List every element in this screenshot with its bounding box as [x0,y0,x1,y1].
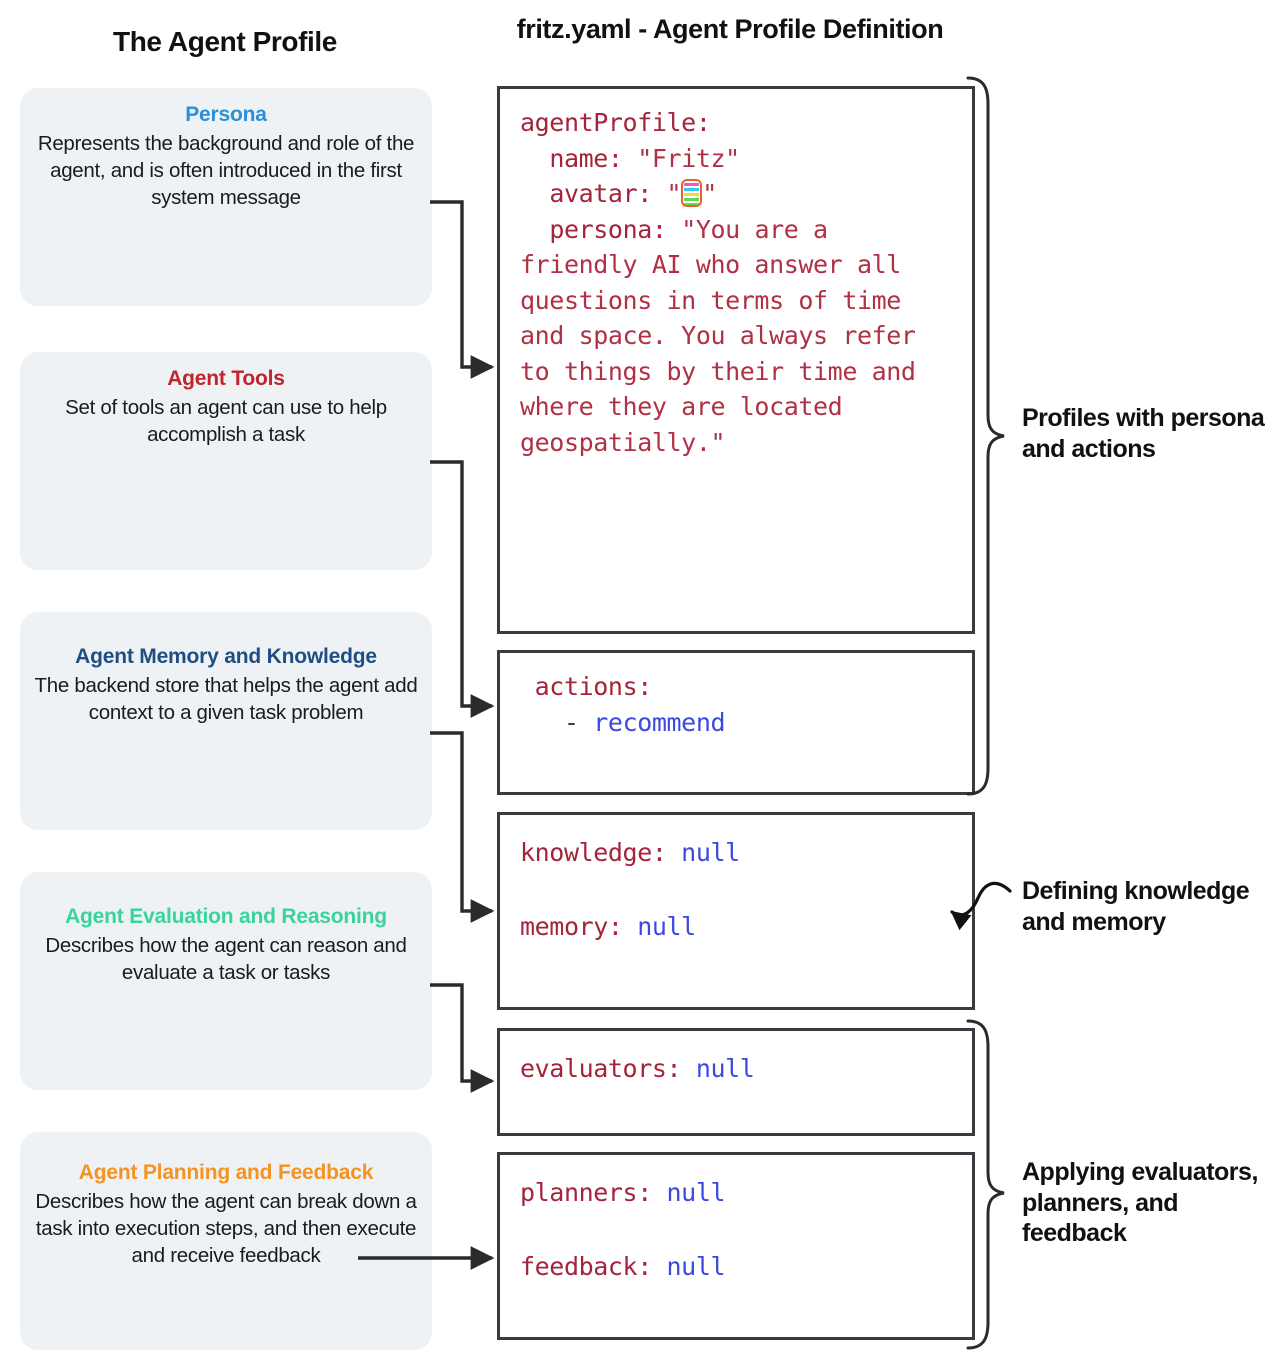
left-column-title: The Agent Profile [113,26,337,57]
connector-agent-memory [430,731,495,923]
concept-card-agent-planning-feedback[interactable]: Agent Planning and Feedback Describes ho… [20,1132,432,1350]
card-description-agent-tools: Set of tools an agent can use to help ac… [65,396,387,447]
concept-card-agent-memory-knowledge[interactable]: Agent Memory and Knowledge The backend s… [20,612,432,830]
annotation-applying-evaluators-planners-feedback: Applying evaluators, planners, and feedb… [1022,1158,1258,1247]
concept-card-agent-tools[interactable]: Agent Tools Set of tools an agent can us… [20,352,432,570]
yaml-line-action-recommend: - recommend [534,707,726,737]
card-title-agent-evaluation-reasoning: Agent Evaluation and Reasoning [65,905,387,928]
yaml-line-name: name: "Fritz" [520,143,740,173]
yaml-line-evaluators: evaluators: null [520,1054,755,1083]
annotation-profiles-persona-actions: Profiles with persona and actions [1022,404,1265,463]
card-title-agent-memory-knowledge: Agent Memory and Knowledge [75,645,377,668]
card-description-persona: Represents the background and role of th… [37,132,415,210]
yaml-line-actions: actions: [534,672,653,701]
yaml-line-feedback: feedback: null [520,1251,726,1281]
yaml-line-planners: planners: null [520,1178,726,1207]
concept-card-persona[interactable]: Persona Represents the background and ro… [20,88,432,306]
brace-profiles [966,76,1005,796]
annotation-defining-knowledge-memory: Defining knowledge and memory [1022,877,1250,936]
card-title-persona: Persona [185,103,267,126]
yaml-line-persona: persona: "You are a friendly AI who answ… [520,214,931,457]
yaml-box-agent-profile[interactable]: agentProfile: name: "Fritz" avatar: "" p… [497,86,975,634]
yaml-box-actions[interactable]: actions: - recommend [497,650,975,795]
card-description-agent-planning-feedback: Describes how the agent can break down a… [35,1190,417,1268]
card-description-agent-evaluation-reasoning: Describes how the agent can reason and e… [45,934,407,985]
yaml-box-planners-feedback[interactable]: planners: null feedback: null [497,1152,975,1340]
yaml-box-knowledge-memory[interactable]: knowledge: null memory: null [497,812,975,1010]
concept-card-agent-evaluation-reasoning[interactable]: Agent Evaluation and Reasoning Describes… [20,872,432,1090]
connector-agent-evaluation [430,983,495,1093]
yaml-line-memory: memory: null [520,911,696,941]
yaml-line-knowledge: knowledge: null [520,838,740,867]
yaml-line-avatar: avatar: "" [520,179,717,208]
right-column-title: fritz.yaml - Agent Profile Definition [516,14,944,44]
connector-agent-tools [430,460,495,718]
yaml-line-agentprofile: agentProfile: [520,108,711,137]
card-title-agent-tools: Agent Tools [167,367,285,390]
abacus-icon [681,179,703,207]
yaml-box-evaluators[interactable]: evaluators: null [497,1028,975,1136]
card-title-agent-planning-feedback: Agent Planning and Feedback [78,1161,374,1184]
curved-arrow-knowledge-memory [950,881,1012,931]
connector-persona [430,200,495,379]
brace-applying [966,1019,1005,1350]
card-description-agent-memory-knowledge: The backend store that helps the agent a… [34,674,418,725]
